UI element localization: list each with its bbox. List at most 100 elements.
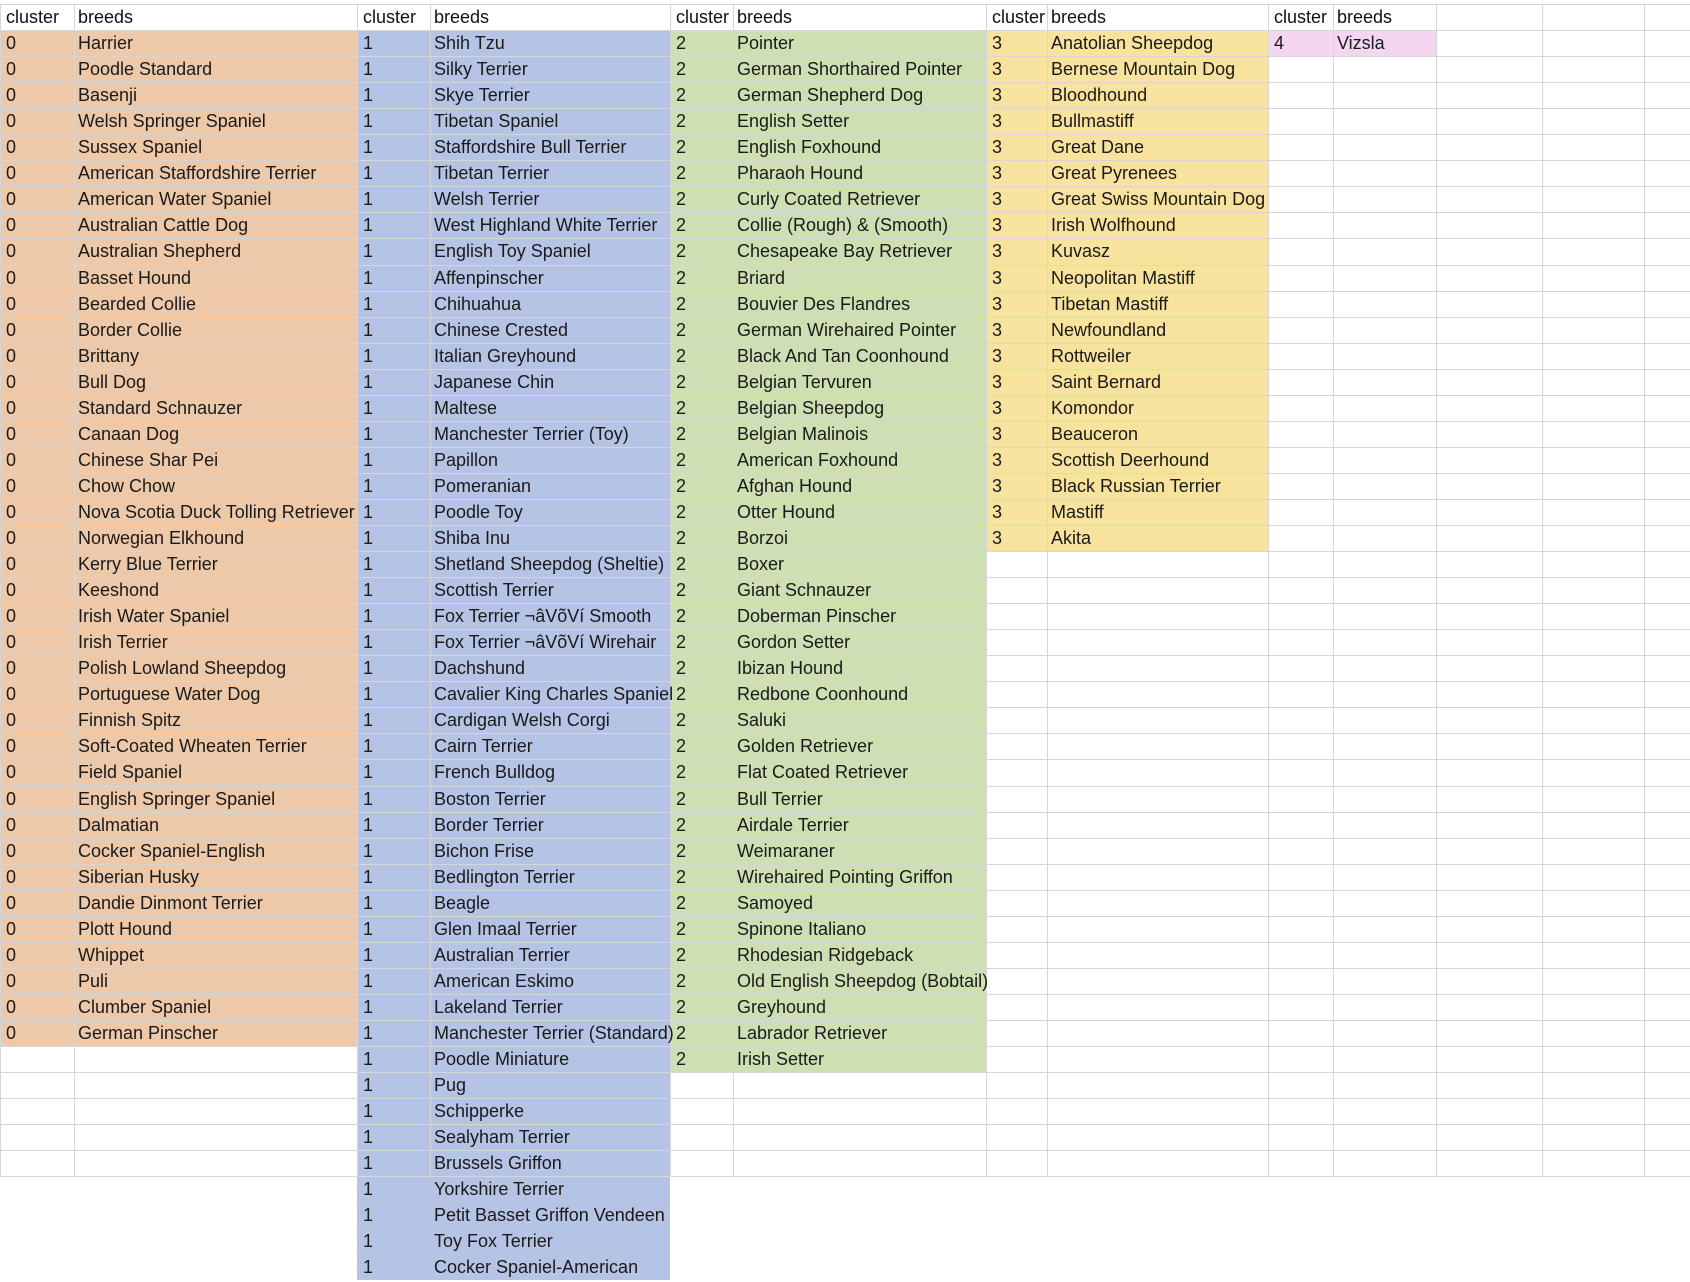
cluster-cell[interactable]: 3 xyxy=(992,501,1003,522)
breed-cell[interactable]: Scottish Deerhound xyxy=(1051,449,1210,470)
cluster-cell[interactable]: 2 xyxy=(676,293,687,314)
cluster-cell[interactable]: 2 xyxy=(676,996,687,1017)
breed-cell[interactable]: Borzoi xyxy=(737,528,789,548)
breed-cell[interactable]: Plott Hound xyxy=(78,918,173,939)
cluster-cell[interactable]: 0 xyxy=(6,189,17,210)
cluster-cell[interactable]: 1 xyxy=(363,606,374,627)
breed-cell[interactable]: Flat Coated Retriever xyxy=(737,762,909,783)
breed-cell[interactable]: Belgian Tervuren xyxy=(737,371,872,392)
cluster-cell[interactable]: 1 xyxy=(363,632,374,653)
breed-cell[interactable]: Dandie Dinmont Terrier xyxy=(78,892,263,913)
cluster-cell[interactable]: 1 xyxy=(363,1153,374,1174)
cluster-cell[interactable]: 2 xyxy=(676,684,687,705)
breed-cell[interactable]: Great Dane xyxy=(1051,137,1145,158)
cluster-cell[interactable]: 1 xyxy=(363,762,374,783)
cluster-cell[interactable]: 0 xyxy=(6,1022,17,1043)
breed-cell[interactable]: Ibizan Hound xyxy=(737,658,844,679)
breed-cell[interactable]: Cavalier King Charles Spaniel xyxy=(434,684,674,705)
breed-cell[interactable]: Papillon xyxy=(434,449,499,470)
cluster-cell[interactable]: 1 xyxy=(363,59,374,80)
breed-cell[interactable]: Maltese xyxy=(434,397,498,418)
breed-cell[interactable]: Affenpinscher xyxy=(434,267,544,288)
cluster-cell[interactable]: 3 xyxy=(992,397,1003,418)
breed-cell[interactable]: Kuvasz xyxy=(1051,241,1111,262)
breed-cell[interactable]: Beagle xyxy=(434,892,491,913)
breed-cell[interactable]: Doberman Pinscher xyxy=(737,606,897,627)
breed-cell[interactable]: Irish Setter xyxy=(737,1049,825,1069)
breed-cell[interactable]: Scottish Terrier xyxy=(434,580,554,601)
breed-cell[interactable]: Poodle Toy xyxy=(434,501,523,522)
cluster-cell[interactable]: 2 xyxy=(676,528,687,548)
header-cluster[interactable]: cluster xyxy=(6,7,60,27)
cluster-cell[interactable]: 1 xyxy=(363,137,374,158)
cluster-cell[interactable]: 0 xyxy=(6,554,17,575)
cluster-cell[interactable]: 0 xyxy=(6,658,17,679)
cluster-cell[interactable]: 1 xyxy=(363,111,374,132)
breed-cell[interactable]: Rhodesian Ridgeback xyxy=(737,944,914,965)
cluster-cell[interactable]: 0 xyxy=(6,33,17,54)
cluster-cell[interactable]: 1 xyxy=(363,788,374,809)
breed-cell[interactable]: Curly Coated Retriever xyxy=(737,189,921,210)
cluster-cell[interactable]: 2 xyxy=(676,710,687,731)
cluster-cell[interactable]: 2 xyxy=(676,866,687,887)
header-cluster[interactable]: cluster xyxy=(676,7,730,27)
cluster-cell[interactable]: 2 xyxy=(676,606,687,627)
cluster-cell[interactable]: 1 xyxy=(363,918,374,939)
breed-cell[interactable]: Fox Terrier ¬âVõVí Wirehair xyxy=(434,632,657,653)
cluster-cell[interactable]: 0 xyxy=(6,345,17,366)
cluster-cell[interactable]: 1 xyxy=(363,840,374,861)
breed-cell[interactable]: Collie (Rough) & (Smooth) xyxy=(737,215,949,236)
cluster-cell[interactable]: 1 xyxy=(363,528,374,548)
breed-cell[interactable]: Field Spaniel xyxy=(78,762,183,783)
cluster-cell[interactable]: 1 xyxy=(363,293,374,314)
cluster-cell[interactable]: 0 xyxy=(6,866,17,887)
breed-cell[interactable]: Manchester Terrier (Toy) xyxy=(434,423,629,444)
breed-cell[interactable]: American Staffordshire Terrier xyxy=(78,163,317,184)
breed-cell[interactable]: Australian Shepherd xyxy=(78,241,242,262)
cluster-cell[interactable]: 1 xyxy=(363,241,374,262)
breed-cell[interactable]: Bedlington Terrier xyxy=(434,866,575,887)
breed-cell[interactable]: Neopolitan Mastiff xyxy=(1051,267,1195,288)
cluster-cell[interactable]: 2 xyxy=(676,554,687,575)
cluster-cell[interactable]: 1 xyxy=(363,554,374,575)
cluster-cell[interactable]: 2 xyxy=(676,580,687,601)
cluster-cell[interactable]: 1 xyxy=(363,475,374,496)
cluster-cell[interactable]: 0 xyxy=(6,632,17,653)
breed-cell[interactable]: Sealyham Terrier xyxy=(434,1127,570,1148)
cluster-cell[interactable]: 0 xyxy=(6,736,17,757)
breed-cell[interactable]: Komondor xyxy=(1051,397,1135,418)
breed-cell[interactable]: French Bulldog xyxy=(434,762,556,783)
breed-cell[interactable]: Redbone Coonhound xyxy=(737,684,909,705)
breed-cell[interactable]: Keeshond xyxy=(78,580,160,601)
cluster-cell[interactable]: 3 xyxy=(992,319,1003,340)
cluster-cell[interactable]: 0 xyxy=(6,241,17,262)
cluster-cell[interactable]: 2 xyxy=(676,189,687,210)
cluster-cell[interactable]: 2 xyxy=(676,762,687,783)
breed-cell[interactable]: Irish Water Spaniel xyxy=(78,606,230,627)
cluster-cell[interactable]: 3 xyxy=(992,267,1003,288)
cluster-cell[interactable]: 0 xyxy=(6,423,17,444)
breed-cell[interactable]: German Shepherd Dog xyxy=(737,85,924,106)
cluster-cell[interactable]: 2 xyxy=(676,267,687,288)
breed-cell[interactable]: Clumber Spaniel xyxy=(78,996,212,1017)
cluster-cell[interactable]: 0 xyxy=(6,606,17,627)
cluster-cell[interactable]: 2 xyxy=(676,371,687,392)
breed-cell[interactable]: Cardigan Welsh Corgi xyxy=(434,710,610,731)
breed-cell[interactable]: Lakeland Terrier xyxy=(434,996,563,1017)
breed-cell[interactable]: Gordon Setter xyxy=(737,632,851,653)
cluster-cell[interactable]: 2 xyxy=(676,970,687,991)
cluster-cell[interactable]: 1 xyxy=(363,970,374,991)
header-cluster[interactable]: cluster xyxy=(1274,7,1328,27)
cluster-cell[interactable]: 3 xyxy=(992,137,1003,158)
cluster-cell[interactable]: 1 xyxy=(363,1205,374,1226)
cluster-cell[interactable]: 1 xyxy=(363,1257,374,1278)
cluster-cell[interactable]: 0 xyxy=(6,996,17,1017)
breed-cell[interactable]: Chow Chow xyxy=(78,475,176,496)
cluster-cell[interactable]: 3 xyxy=(992,449,1003,470)
cluster-cell[interactable]: 2 xyxy=(676,1049,687,1069)
breed-cell[interactable]: Pomeranian xyxy=(434,475,532,496)
header-cluster[interactable]: cluster xyxy=(992,7,1046,27)
cluster-cell[interactable]: 2 xyxy=(676,632,687,653)
cluster-cell[interactable]: 1 xyxy=(363,658,374,679)
breed-cell[interactable]: Yorkshire Terrier xyxy=(434,1179,565,1200)
